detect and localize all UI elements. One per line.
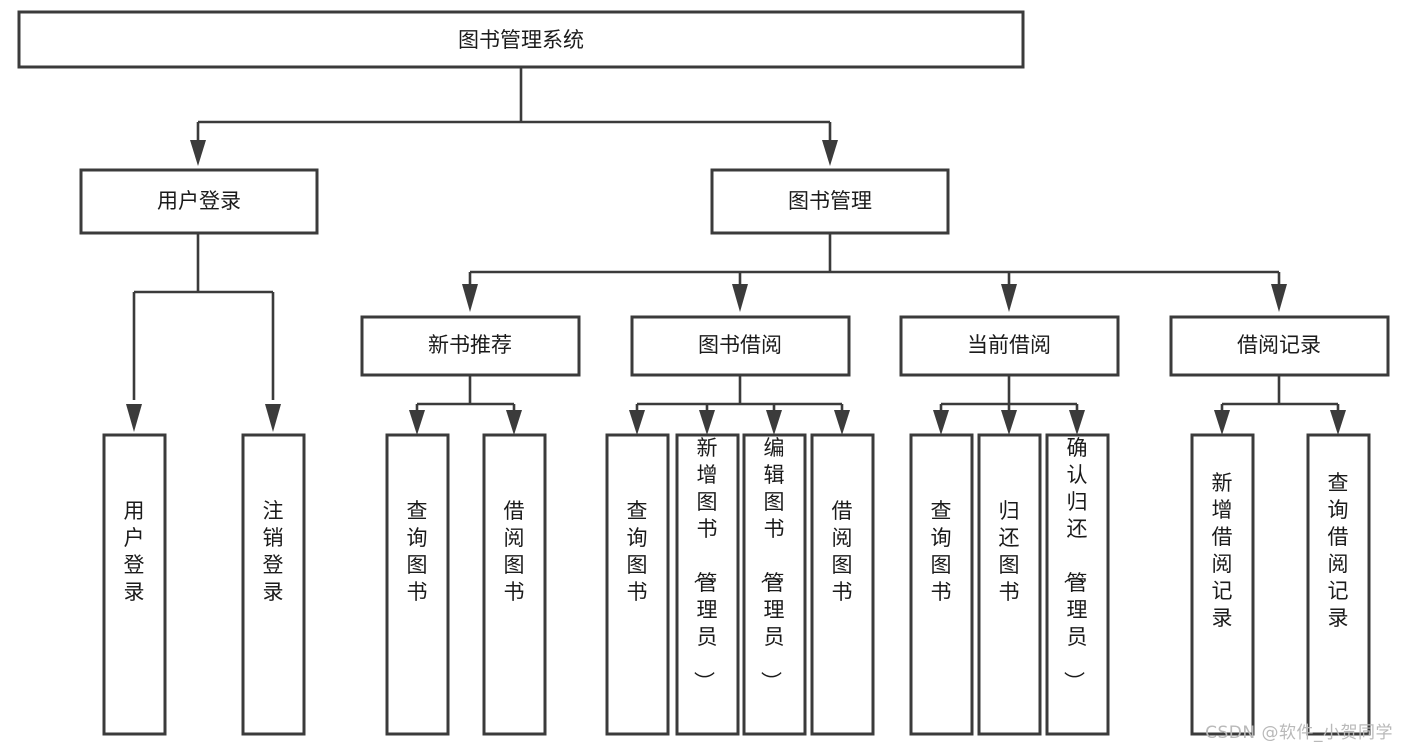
node-leaf1-box[interactable] (102, 433, 167, 736)
arrow-head-leaf5 (629, 410, 645, 435)
node-leaf9[interactable]: 查询图书 (909, 433, 974, 736)
node-bookmgr[interactable]: 图书管理 (710, 168, 950, 235)
node-newbook-label: 新书推荐 (428, 333, 512, 357)
node-leaf7[interactable]: 编辑图书（管理员） (742, 433, 807, 736)
arrow-head-records (1271, 284, 1287, 312)
node-leaf10[interactable]: 归还图书 (977, 433, 1042, 736)
connector-group-current (933, 375, 1085, 435)
node-leaf13-label: 查询借阅记录 (1328, 471, 1349, 630)
connector-group-root (190, 67, 838, 166)
node-login[interactable]: 用户登录 (79, 168, 319, 235)
arrow-head-bookmgr (822, 140, 838, 166)
arrow-head-newbook (462, 284, 478, 312)
node-leaf5[interactable]: 查询图书 (605, 433, 670, 736)
arrow-head-leaf11 (1069, 410, 1085, 435)
arrow-head-leaf3 (409, 410, 425, 435)
node-current-label: 当前借阅 (967, 333, 1051, 357)
node-login-box[interactable] (79, 168, 319, 235)
node-leaf1-label: 用户登录 (124, 499, 145, 604)
node-borrow-box[interactable] (630, 315, 851, 377)
arrow-head-leaf6 (699, 410, 715, 435)
node-root[interactable]: 图书管理系统 (17, 10, 1025, 69)
arrow-head-leaf1 (126, 404, 142, 432)
node-leaf12-box[interactable] (1190, 433, 1255, 736)
arrow-head-borrow (732, 284, 748, 312)
node-leaf10-label: 归还图书 (999, 499, 1020, 604)
arrow-head-leaf8 (834, 410, 850, 435)
node-leaf11-box[interactable] (1045, 433, 1110, 736)
node-leaf3-label: 查询图书 (407, 499, 428, 604)
node-leaf2-box[interactable] (241, 433, 306, 736)
node-leaf13-box[interactable] (1306, 433, 1371, 736)
connector-group-bookmgr (462, 233, 1287, 312)
node-leaf4[interactable]: 借阅图书 (482, 433, 547, 736)
connector-group-borrow (629, 375, 850, 435)
node-leaf4-label: 借阅图书 (504, 499, 525, 604)
node-current-box[interactable] (899, 315, 1120, 377)
node-borrow[interactable]: 图书借阅 (630, 315, 851, 377)
node-borrow-label: 图书借阅 (698, 333, 782, 357)
arrow-head-leaf7 (766, 410, 782, 435)
node-leaf8[interactable]: 借阅图书 (810, 433, 875, 736)
arrow-head-leaf12 (1214, 410, 1230, 435)
node-leaf10-box[interactable] (977, 433, 1042, 736)
node-leaf4-box[interactable] (482, 433, 547, 736)
node-bookmgr-box[interactable] (710, 168, 950, 235)
node-leaf5-box[interactable] (605, 433, 670, 736)
node-leaf13[interactable]: 查询借阅记录 (1306, 433, 1371, 736)
node-root-label: 图书管理系统 (458, 28, 584, 52)
connector-group-newbook (409, 375, 522, 435)
arrow-head-current (1001, 284, 1017, 312)
arrow-head-login (190, 140, 206, 166)
node-newbook[interactable]: 新书推荐 (360, 315, 581, 377)
node-bookmgr-label: 图书管理 (788, 189, 872, 213)
node-login-label: 用户登录 (157, 189, 241, 213)
node-leaf5-label: 查询图书 (627, 499, 648, 604)
node-leaf1[interactable]: 用户登录 (102, 433, 167, 736)
arrow-head-leaf13 (1330, 410, 1346, 435)
node-leaf8-label: 借阅图书 (832, 499, 853, 604)
node-newbook-box[interactable] (360, 315, 581, 377)
node-records-box[interactable] (1169, 315, 1390, 377)
arrow-head-leaf10 (1001, 410, 1017, 435)
node-leaf11[interactable]: 确认归还（管理员） (1045, 433, 1110, 736)
connector-group-records (1214, 375, 1346, 435)
arrow-head-leaf4 (506, 410, 522, 435)
node-leaf9-label: 查询图书 (931, 499, 952, 604)
node-leaf3-box[interactable] (385, 433, 450, 736)
node-leaf6-label: 新增图书（管理员） (692, 436, 718, 692)
arrow-head-leaf2 (265, 404, 281, 432)
node-leaf2-label: 注销登录 (263, 499, 284, 604)
node-leaf11-label: 确认归还（管理员） (1062, 436, 1088, 692)
node-leaf12[interactable]: 新增借阅记录 (1190, 433, 1255, 736)
node-leaf7-label: 编辑图书（管理员） (759, 436, 785, 692)
node-leaf7-box[interactable] (742, 433, 807, 736)
node-leaf3[interactable]: 查询图书 (385, 433, 450, 736)
node-leaf8-box[interactable] (810, 433, 875, 736)
connector-group-login (126, 233, 281, 432)
arrow-head-leaf9 (933, 410, 949, 435)
node-records-label: 借阅记录 (1237, 333, 1321, 357)
node-leaf12-label: 新增借阅记录 (1212, 471, 1233, 630)
node-leaf9-box[interactable] (909, 433, 974, 736)
node-root-box[interactable] (17, 10, 1025, 69)
node-leaf6-box[interactable] (675, 433, 740, 736)
node-leaf2[interactable]: 注销登录 (241, 433, 306, 736)
node-current[interactable]: 当前借阅 (899, 315, 1120, 377)
node-leaf6[interactable]: 新增图书（管理员） (675, 433, 740, 736)
node-records[interactable]: 借阅记录 (1169, 315, 1390, 377)
